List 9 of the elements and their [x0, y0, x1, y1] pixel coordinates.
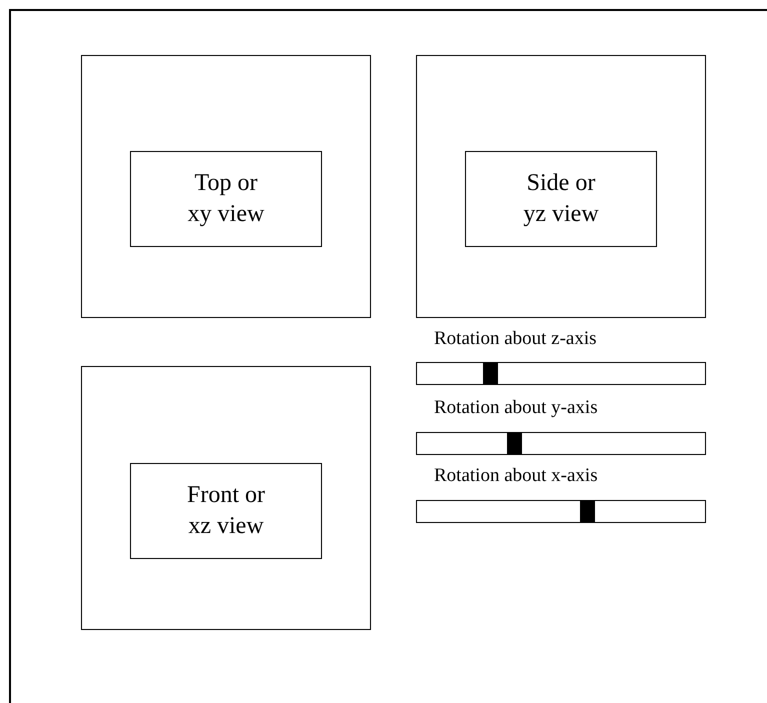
view-panel	[81, 55, 371, 318]
slider-label: Rotation about x-axis	[434, 465, 598, 487]
view-panel	[416, 55, 706, 318]
view-label: Front or xz view	[130, 463, 322, 559]
slider-label: Rotation about y-axis	[434, 397, 598, 419]
view-label: Top or xy view	[130, 151, 322, 247]
slider-label: Rotation about z-axis	[434, 328, 597, 350]
view-label: Side or yz view	[465, 151, 657, 247]
view-panel	[81, 366, 371, 630]
